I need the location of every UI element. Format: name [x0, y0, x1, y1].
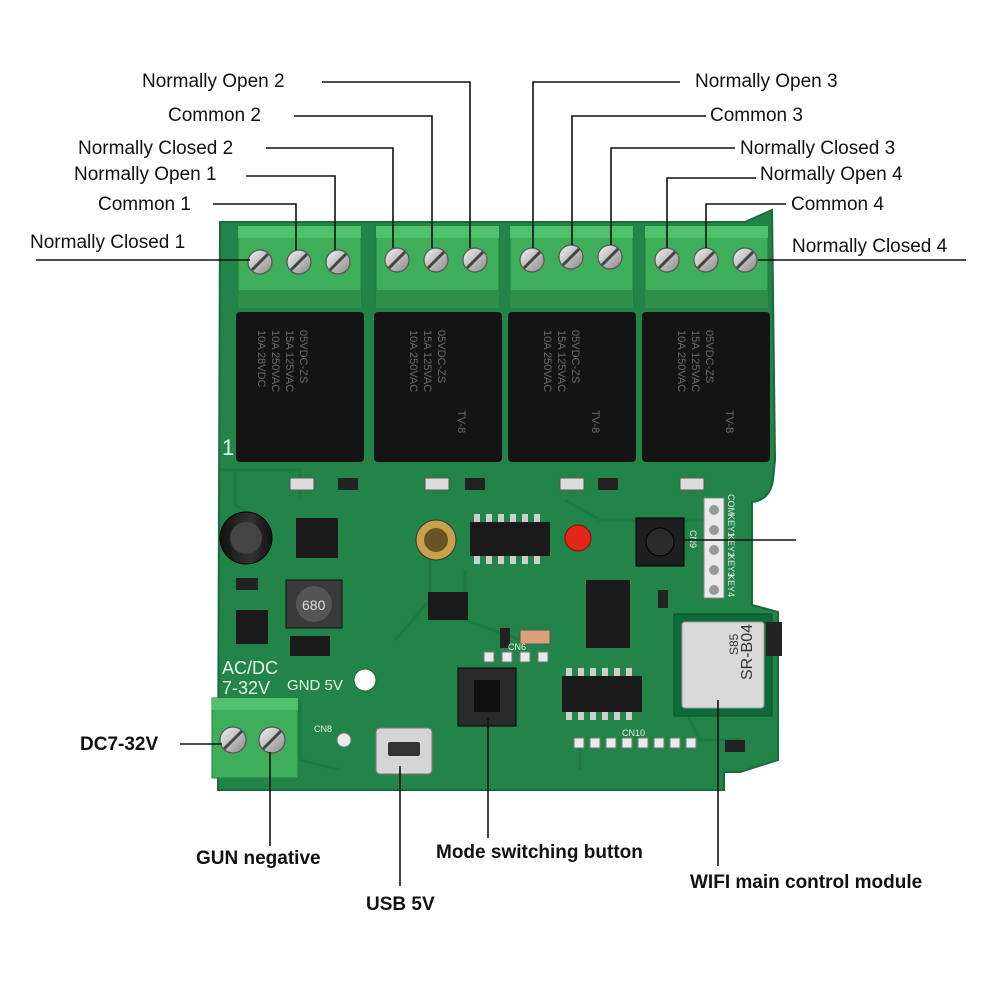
label-key2: KEY2 — [726, 534, 736, 557]
leader-no2 — [322, 81, 471, 248]
leader-com1 — [213, 203, 297, 250]
inductor-label: 680 — [302, 597, 326, 613]
relay-markings: 05VDC-ZS 15A 125VAC 10A 250VAC 10A 28VDC… — [255, 330, 735, 433]
label-dc-input: DC7-32V — [80, 734, 159, 755]
module-model: SR-B04 — [739, 624, 756, 680]
label-normally-closed-2: Normally Closed 2 — [78, 138, 234, 159]
relay4-rating1: 15A 125VAC — [689, 330, 701, 392]
cn8-pad — [336, 732, 352, 748]
relay2-brand: TV-8 — [455, 410, 467, 433]
silk-gnd5v: GND 5V — [287, 677, 343, 694]
wifi-module — [673, 613, 782, 717]
leader-com2 — [294, 115, 433, 248]
relay4-model: 05VDC-ZS — [703, 330, 715, 383]
leader-nc2 — [266, 147, 394, 248]
silk-cn10: CN10 — [622, 728, 645, 738]
label-cn9: CN9 — [688, 530, 698, 548]
relay2-model: 05VDC-ZS — [435, 330, 447, 383]
silk-cn6: CN6 — [508, 642, 526, 652]
leader-com3 — [571, 115, 706, 245]
cn10-pads — [573, 737, 697, 749]
relay3-brand: TV-8 — [589, 410, 601, 433]
mounting-hole — [353, 668, 377, 692]
label-usb-5v: USB 5V — [366, 894, 435, 915]
label-mode-switching-button: Mode switching button — [436, 842, 643, 863]
small-components — [236, 477, 745, 752]
ic-pins — [474, 514, 632, 720]
ic-chips — [236, 518, 642, 712]
silk-acdc: AC/DC — [222, 658, 278, 678]
label-common-1: Common 1 — [98, 194, 191, 215]
label-key3: KEY3 — [726, 554, 736, 577]
leader-no4 — [666, 177, 756, 248]
label-wifi-module: WIFI main control module — [690, 872, 923, 893]
silk-cn8: CN8 — [314, 724, 332, 734]
leader-lines — [36, 81, 966, 886]
label-normally-closed-3: Normally Closed 3 — [740, 138, 896, 159]
leader-com4 — [705, 203, 786, 248]
relay4-rating2: 10A 250VAC — [675, 330, 687, 392]
label-normally-closed-4: Normally Closed 4 — [792, 236, 948, 257]
terminal-screws — [219, 244, 758, 754]
relay1-rating3: 10A 28VDC — [255, 330, 267, 388]
board-silkscreen: AC/DC 7-32V GND 5V CN8 CN6 CN10 — [222, 642, 645, 738]
key-header-labels: COM KEY1 KEY2 KEY3 KEY4 CN9 — [688, 494, 736, 597]
mode-switching-button — [457, 667, 517, 727]
micro-usb-port — [375, 727, 433, 775]
label-normally-closed-1: Normally Closed 1 — [30, 232, 186, 253]
relay3-rating2: 10A 250VAC — [541, 330, 553, 392]
relay4-brand: TV-8 — [723, 410, 735, 433]
leader-nc3 — [610, 147, 735, 245]
label-common-3: Common 3 — [710, 105, 803, 126]
relay3-model: 05VDC-ZS — [569, 330, 581, 383]
relay2-rating1: 15A 125VAC — [421, 330, 433, 392]
relay1-rating2: 10A 250VAC — [269, 330, 281, 392]
inductor-core — [296, 586, 332, 622]
label-normally-open-4: Normally Open 4 — [760, 164, 903, 185]
status-led — [564, 524, 592, 552]
label-com: COM — [726, 494, 736, 515]
leader-no3 — [532, 81, 680, 248]
label-key4: KEY4 — [726, 574, 736, 597]
label-key1: KEY1 — [726, 514, 736, 537]
capacitors — [219, 511, 457, 565]
silk-volt: 7-32V — [222, 678, 270, 698]
label-normally-open-2: Normally Open 2 — [142, 71, 285, 92]
module-code: S85 — [727, 633, 741, 655]
wifi-module-labels: SR-B04 S85 — [727, 624, 756, 680]
tact-button-top — [635, 517, 685, 567]
label-normally-open-1: Normally Open 1 — [74, 164, 217, 185]
label-common-2: Common 2 — [168, 105, 261, 126]
relay1-rating1: 15A 125VAC — [283, 330, 295, 392]
key-header-pins — [703, 497, 725, 599]
label-normally-open-3: Normally Open 3 — [695, 71, 838, 92]
label-common-4: Common 4 — [791, 194, 884, 215]
relays — [236, 312, 770, 462]
cn6-pads — [483, 651, 549, 663]
channel-one-mark: 1 — [222, 435, 234, 460]
relay2-rating2: 10A 250VAC — [407, 330, 419, 392]
relay1-model: 05VDC-ZS — [297, 330, 309, 383]
relay3-rating1: 15A 125VAC — [555, 330, 567, 392]
label-gnd-negative: GUN negative — [196, 848, 321, 869]
leader-no1 — [246, 175, 336, 250]
